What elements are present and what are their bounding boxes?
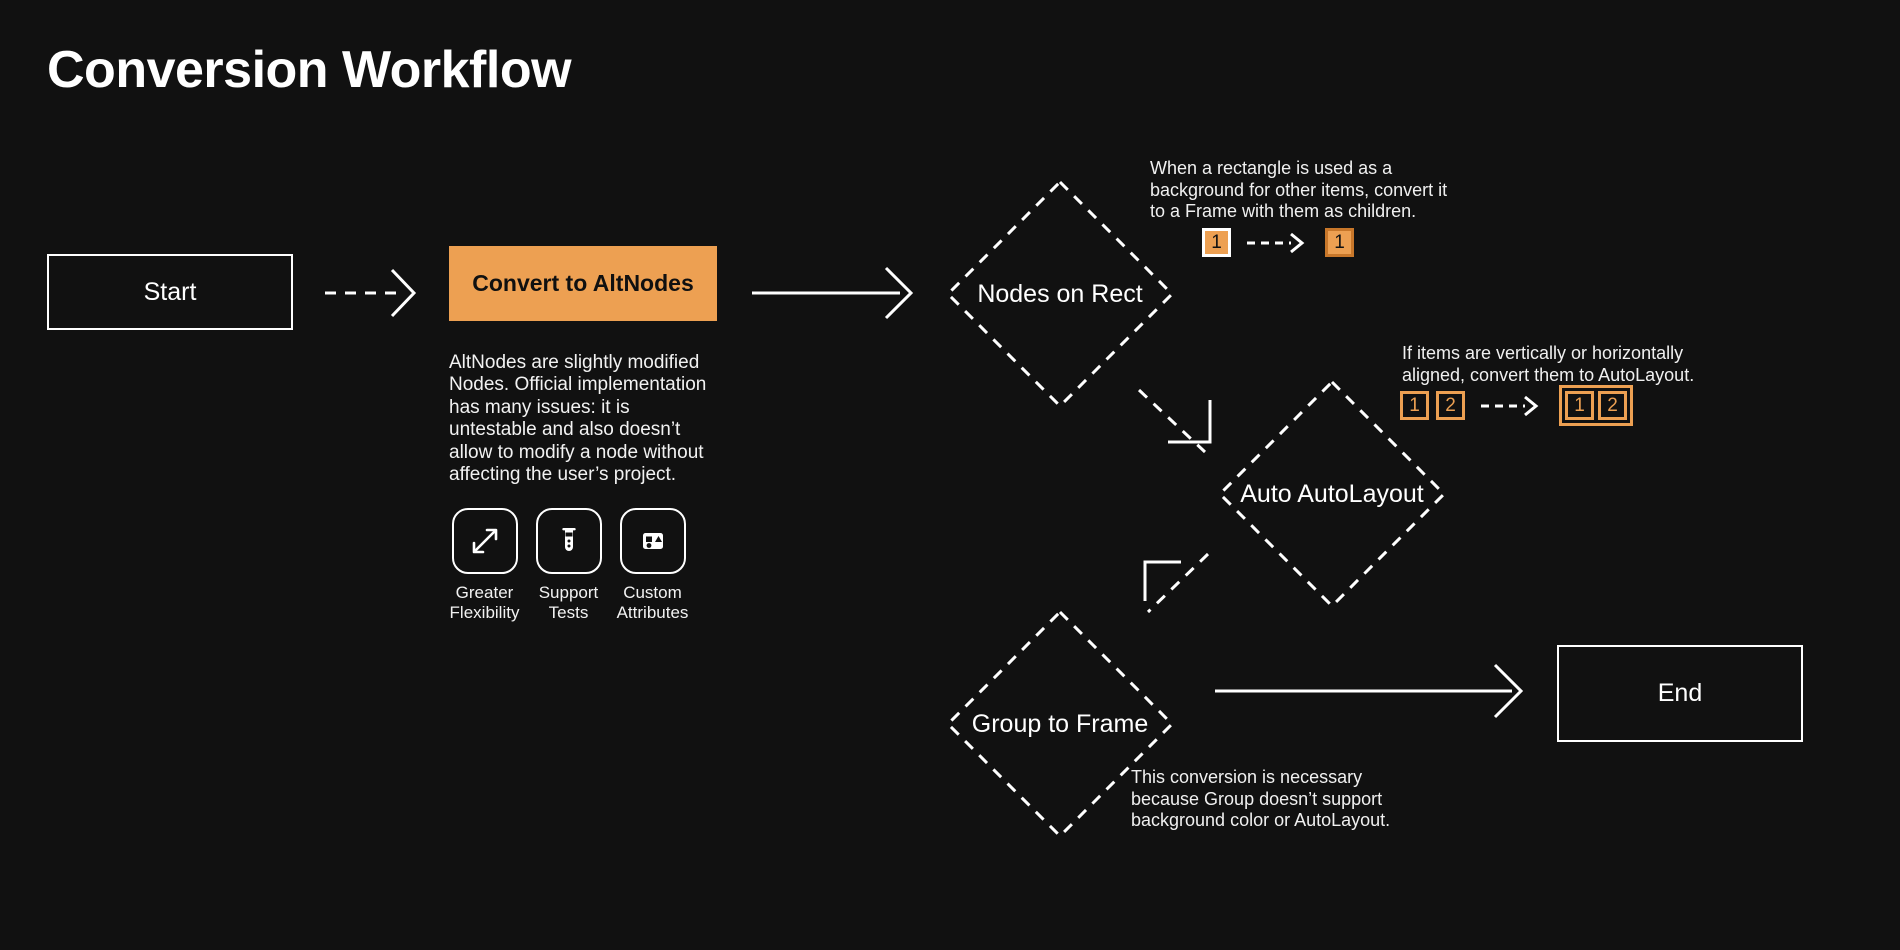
node-convert-label: Convert to AltNodes — [472, 270, 694, 296]
badge-group-before: 1 2 — [1400, 391, 1465, 420]
node-auto-autolayout-label: Auto AutoLayout — [1240, 479, 1424, 508]
convert-description: AltNodes are slightly modified Nodes. Of… — [449, 352, 707, 486]
diamond-outline — [945, 609, 1175, 839]
badge-after: 1 — [1565, 391, 1594, 420]
badge-group-after-frame: 1 2 — [1559, 385, 1633, 426]
dashed-arrow-icon — [1247, 232, 1305, 253]
node-convert-to-altnodes[interactable]: Convert to AltNodes — [449, 246, 717, 321]
diamond-outline — [1217, 379, 1447, 609]
badge-after: 1 — [1325, 228, 1354, 257]
feature-card-list: Greater Flexibility Support Tests — [449, 508, 688, 622]
badge-before: 2 — [1436, 391, 1465, 420]
badge-before: 1 — [1202, 228, 1231, 257]
feature-card-custom-attributes[interactable]: Custom Attributes — [617, 508, 688, 622]
node-group-to-frame[interactable]: Group to Frame — [944, 608, 1176, 840]
badge-before: 1 — [1400, 391, 1429, 420]
node-start[interactable]: Start — [47, 254, 293, 330]
dashed-arrow-icon — [1481, 395, 1539, 416]
annotation-nodes-on-rect-text: When a rectangle is used as a background… — [1150, 158, 1448, 222]
node-start-label: Start — [143, 277, 197, 306]
expand-arrows-icon — [451, 508, 518, 574]
node-end-label: End — [1657, 679, 1703, 707]
shapes-attributes-icon — [619, 508, 686, 574]
node-end[interactable]: End — [1557, 645, 1803, 742]
badge-after: 2 — [1598, 391, 1627, 420]
feature-card-label: Custom Attributes — [616, 583, 689, 622]
edge-nodesonrect-to-autoautolayout — [1137, 388, 1212, 454]
edge-grouptoframe-to-end — [1215, 663, 1524, 719]
annotation-group-to-frame-text: This conversion is necessary because Gro… — [1131, 767, 1391, 831]
edge-convert-to-nodesonrect — [752, 266, 914, 320]
feature-card-greater-flexibility[interactable]: Greater Flexibility — [449, 508, 520, 622]
test-tube-icon — [535, 508, 602, 574]
edge-start-to-convert — [325, 268, 417, 318]
node-nodes-on-rect[interactable]: Nodes on Rect — [944, 178, 1176, 410]
edge-autoautolayout-to-grouptoframe — [1143, 552, 1210, 614]
annotation-auto-autolayout-text: If items are vertically or horizontally … — [1402, 343, 1695, 385]
feature-card-support-tests[interactable]: Support Tests — [535, 508, 602, 622]
node-group-to-frame-label: Group to Frame — [971, 709, 1149, 738]
annotation-auto-autolayout-illustration: 1 2 1 2 — [1400, 385, 1633, 426]
page-title: Conversion Workflow — [47, 41, 572, 99]
diamond-outline — [945, 179, 1175, 409]
node-nodes-on-rect-label: Nodes on Rect — [977, 279, 1143, 308]
feature-card-label: Support Tests — [538, 583, 599, 622]
feature-card-label: Greater Flexibility — [449, 583, 520, 622]
node-auto-autolayout[interactable]: Auto AutoLayout — [1216, 378, 1448, 610]
annotation-nodes-on-rect-illustration: 1 1 — [1202, 228, 1354, 257]
